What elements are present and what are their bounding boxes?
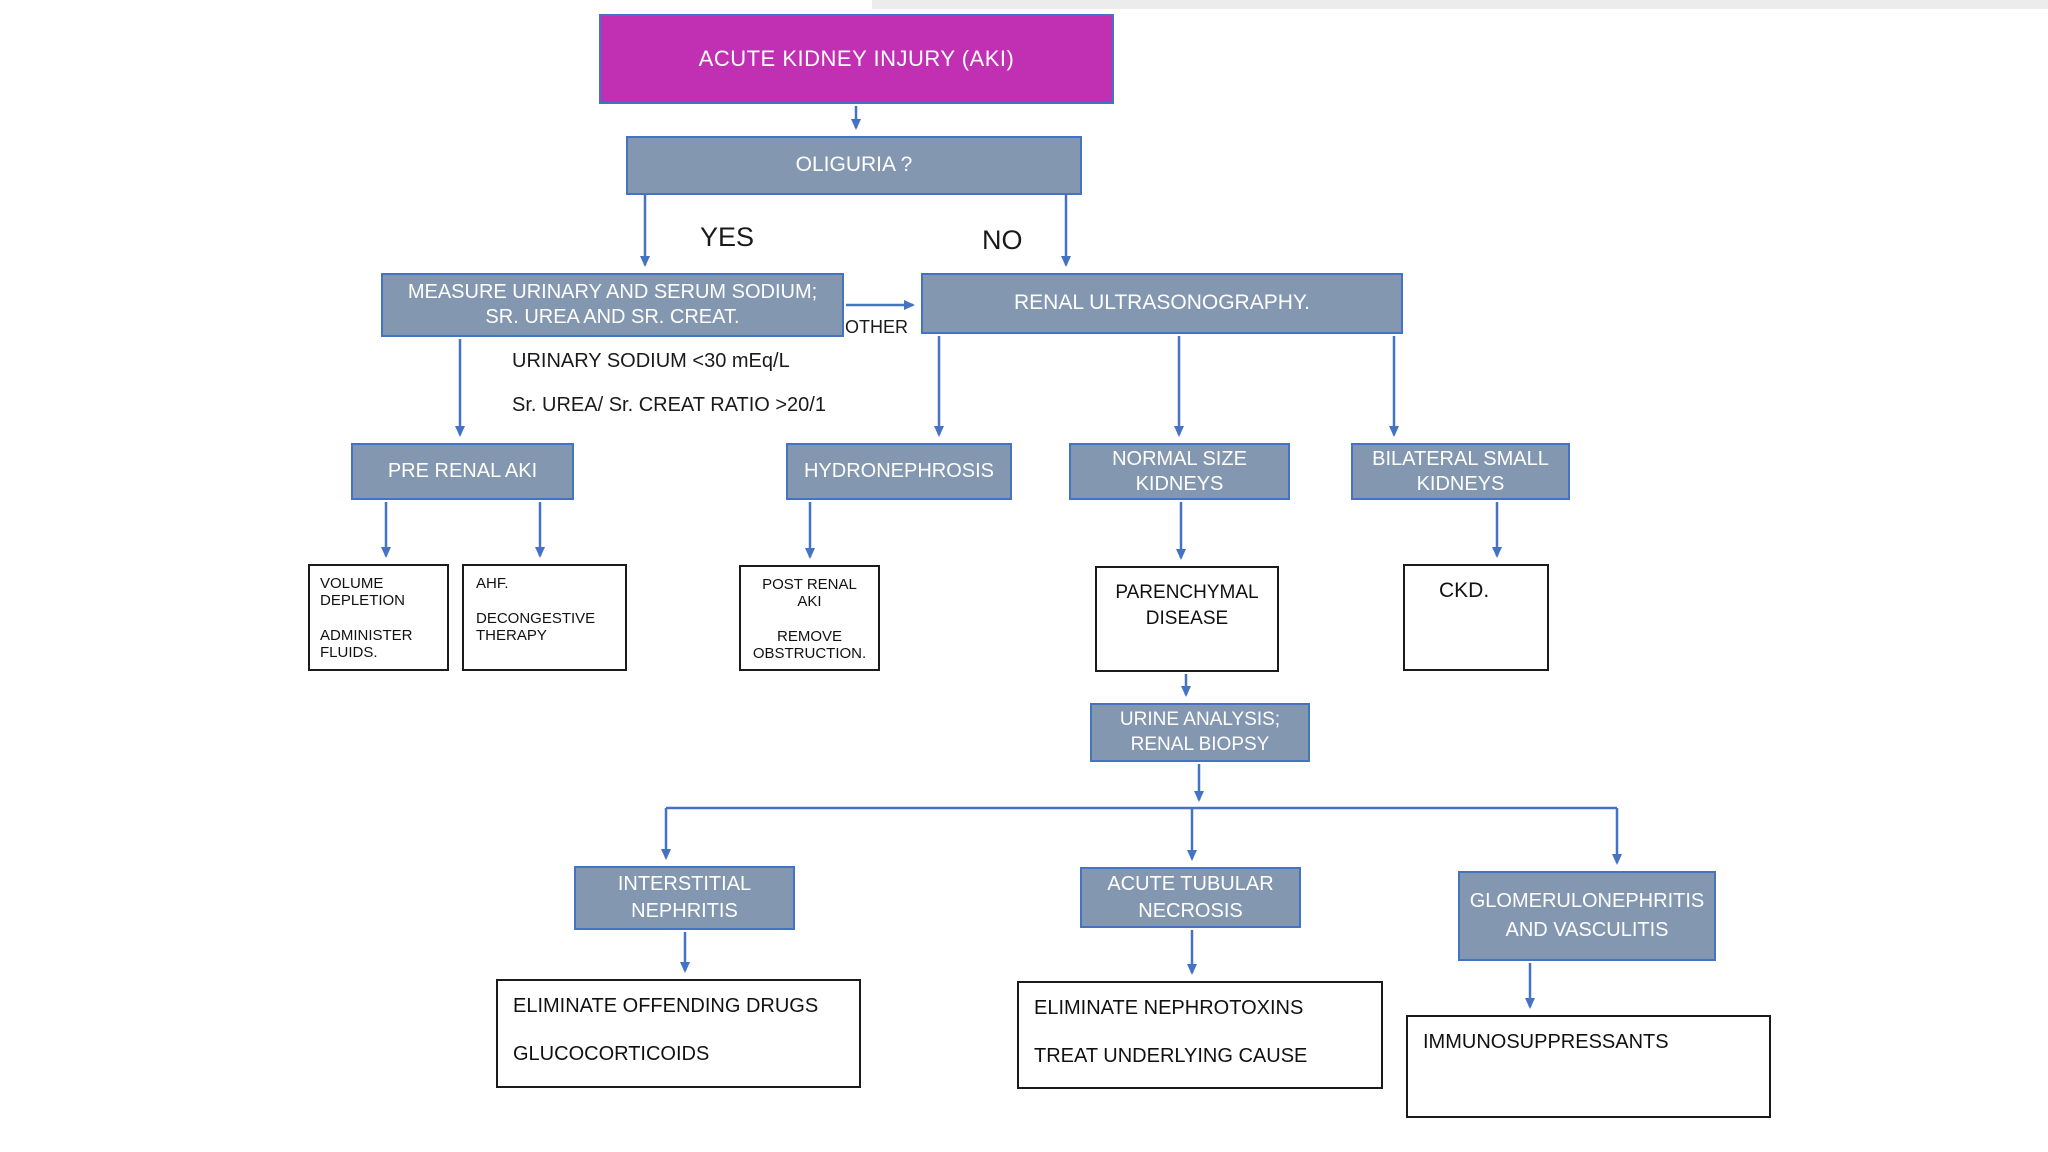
node-eliminate-nephrotoxins: ELIMINATE NEPHROTOXINS TREAT UNDERLYING … xyxy=(1017,981,1383,1089)
node-pre-renal-aki: PRE RENAL AKI xyxy=(351,443,574,500)
node-eliminate-offending-drugs: ELIMINATE OFFENDING DRUGS GLUCOCORTICOID… xyxy=(496,979,861,1088)
edge-label-urinary-sodium: URINARY SODIUM <30 mEq/L xyxy=(512,350,790,372)
node-measure-sodium: MEASURE URINARY AND SERUM SODIUM; SR. UR… xyxy=(381,273,844,337)
node-acute-kidney-injury: ACUTE KIDNEY INJURY (AKI) xyxy=(599,14,1114,104)
node-ckd: CKD. xyxy=(1403,564,1549,671)
node-renal-ultrasonography: RENAL ULTRASONOGRAPHY. xyxy=(921,273,1403,334)
node-urine-analysis-biopsy: URINE ANALYSIS; RENAL BIOPSY xyxy=(1090,703,1310,762)
node-ahf-decongestive: AHF. DECONGESTIVE THERAPY xyxy=(462,564,627,671)
node-immunosuppressants: IMMUNOSUPPRESSANTS xyxy=(1406,1015,1771,1118)
node-interstitial-nephritis: INTERSTITIAL NEPHRITIS xyxy=(574,866,795,930)
edge-label-other: OTHER xyxy=(845,317,908,337)
edge-label-yes: YES xyxy=(700,222,755,252)
node-normal-size-kidneys: NORMAL SIZE KIDNEYS xyxy=(1069,443,1290,500)
node-volume-depletion: VOLUME DEPLETION ADMINISTER FLUIDS. xyxy=(308,564,449,671)
node-hydronephrosis: HYDRONEPHROSIS xyxy=(786,443,1012,500)
node-glomerulonephritis-vasculitis: GLOMERULONEPHRITIS AND VASCULITIS xyxy=(1458,871,1716,961)
edge-label-no: NO xyxy=(982,225,1023,255)
node-acute-tubular-necrosis: ACUTE TUBULAR NECROSIS xyxy=(1080,867,1301,928)
screen-edge-strip xyxy=(872,0,2048,9)
node-parenchymal-disease: PARENCHYMAL DISEASE xyxy=(1095,566,1279,672)
node-bilateral-small-kidneys: BILATERAL SMALL KIDNEYS xyxy=(1351,443,1570,500)
node-post-renal-aki: POST RENAL AKI REMOVE OBSTRUCTION. xyxy=(739,565,880,671)
node-oliguria: OLIGURIA ? xyxy=(626,136,1082,195)
edge-label-urea-creat-ratio: Sr. UREA/ Sr. CREAT RATIO >20/1 xyxy=(512,394,826,416)
